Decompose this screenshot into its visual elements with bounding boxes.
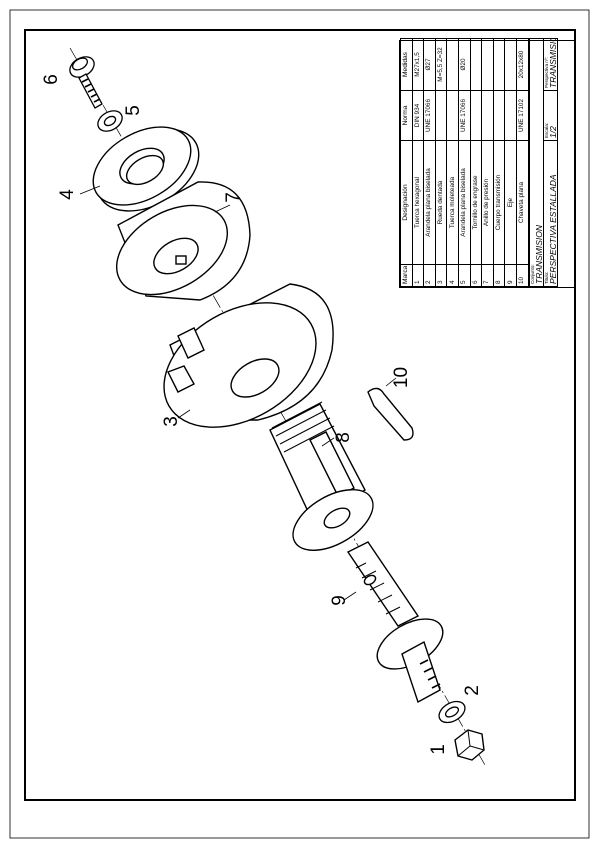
cell-measures: 20x12x80: [516, 38, 529, 91]
part-10-flat-key: [367, 387, 414, 441]
part-6-grease-screw: [69, 56, 103, 109]
scale-cell: Escala: 1/2: [543, 90, 558, 141]
callout-leaders: [79, 185, 397, 601]
drawing-info: Conjunto: TRANSMISION Titulo: PERSPECTIV…: [529, 38, 558, 287]
inner-border: [24, 29, 576, 801]
callout-9: 9: [328, 595, 350, 606]
cell-mark: 4: [446, 264, 459, 287]
callout-6: 6: [40, 74, 62, 85]
part-1-hex-nut: [454, 729, 485, 761]
outer-border: [9, 9, 590, 839]
cell-norm: DIN 934: [412, 90, 424, 141]
callout-8: 8: [332, 432, 354, 443]
cell-norm: [504, 90, 517, 141]
cell-measures: [470, 38, 482, 91]
cell-norm: [446, 90, 459, 141]
cell-designation: Tuerca moleteada: [446, 140, 459, 265]
header-norm: Norma: [400, 90, 413, 141]
cell-measures: M=5,5 Z=32: [435, 38, 447, 91]
cell-designation: Chaveta plana: [516, 140, 529, 265]
cell-norm: [470, 90, 482, 141]
drawing-number-cell: Perspectiva nº: TRANSMISION S: [543, 38, 558, 91]
cell-designation: Arandela plana biselada: [458, 140, 471, 265]
callout-2: 2: [461, 685, 483, 696]
cell-mark: 3: [435, 264, 447, 287]
cell-norm: UNE 17066: [458, 90, 471, 141]
cell-designation: Arandela plana biselada: [423, 140, 436, 265]
cell-mark: 8: [493, 264, 505, 287]
scale-value: 1/2: [547, 126, 558, 138]
cell-mark: 5: [458, 264, 471, 287]
title-cell: Titulo: PERSPECTIVA ESTALLADA: [543, 140, 558, 287]
cell-designation: Anillo de presión: [481, 140, 494, 265]
cell-mark: 1: [412, 264, 424, 287]
cell-norm: [435, 90, 447, 141]
cell-measures: [481, 38, 494, 91]
cell-designation: Eje: [504, 140, 517, 265]
cell-designation: Tornillo de engrase: [470, 140, 482, 265]
cell-mark: 10: [516, 264, 529, 287]
cell-mark: 6: [470, 264, 482, 287]
callout-4: 4: [56, 189, 78, 200]
callout-7: 7: [222, 192, 244, 203]
cell-measures: [446, 38, 459, 91]
drawing-number: TRANSMISION S: [547, 38, 558, 89]
header-designation: Designación: [400, 140, 413, 265]
cell-measures: [493, 38, 505, 91]
drawing-title: PERSPECTIVA ESTALLADA: [547, 174, 558, 284]
callout-10: 10: [391, 366, 413, 389]
part-9-shaft: [346, 541, 444, 704]
part-2-washer: [438, 700, 466, 724]
callout-5: 5: [122, 105, 144, 116]
cell-mark: 9: [504, 264, 517, 287]
cell-designation: Rueda dentada: [435, 140, 447, 265]
cell-measures: [504, 38, 517, 91]
assembly-name: TRANSMISION: [533, 224, 544, 284]
part-4-knurled-nut: [92, 126, 200, 212]
cell-norm: [481, 90, 494, 141]
cell-mark: 7: [481, 264, 494, 287]
cell-norm: UNE 17102: [516, 90, 529, 141]
assembly-cell: Conjunto: TRANSMISION: [529, 38, 544, 287]
cell-norm: UNE 17066: [423, 90, 436, 141]
cell-norm: [493, 90, 505, 141]
callout-1: 1: [427, 744, 449, 755]
cell-measures: Ø27: [423, 38, 436, 91]
callout-3: 3: [160, 416, 182, 427]
cell-measures: Ø20: [458, 38, 471, 91]
cell-measures: M27x1,5: [412, 38, 424, 91]
cell-designation: Tuerca hexagonal: [412, 140, 424, 265]
cell-mark: 2: [423, 264, 436, 287]
part-3-gear: [163, 283, 334, 428]
header-mark: Marca: [400, 264, 413, 287]
part-5-washer: [97, 110, 123, 132]
cell-designation: Cuerpo transmisión: [493, 140, 505, 265]
parts-list-header: Marca Designación Norma Medidas: [400, 38, 413, 287]
part-8-transmission-body: [269, 401, 374, 551]
header-measures: Medidas: [400, 38, 413, 91]
